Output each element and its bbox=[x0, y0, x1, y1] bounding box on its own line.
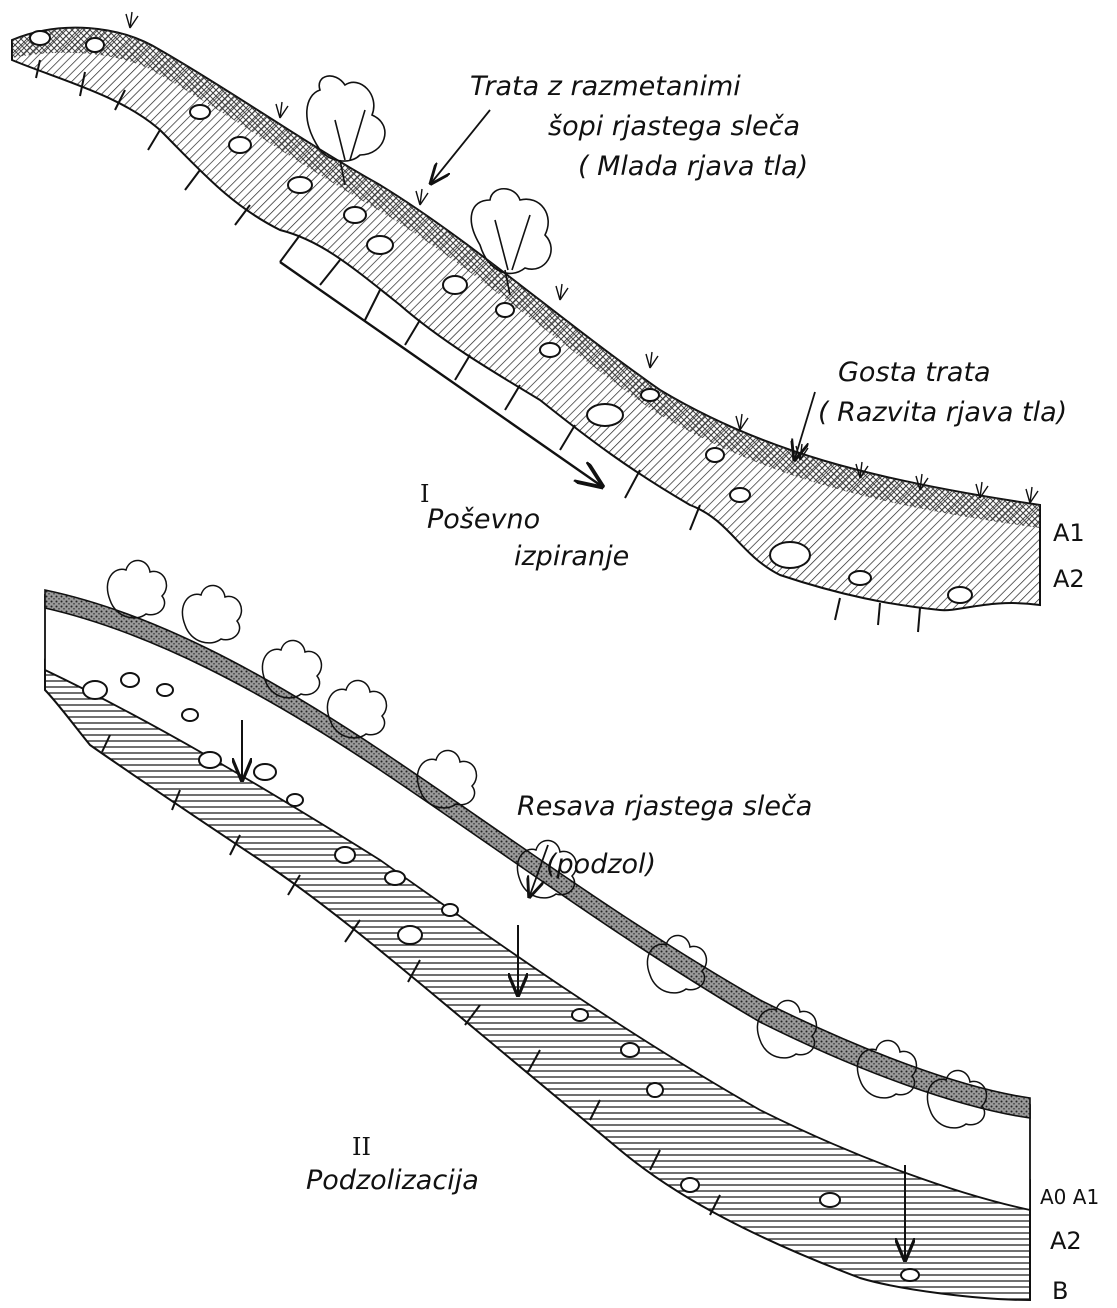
panel-1-slope bbox=[12, 12, 1040, 632]
panel-1-label-line-3: ( Mlada rjava tla) bbox=[578, 152, 808, 182]
panel-2-label-line-1: Resava rjastega sleča bbox=[517, 792, 812, 822]
panel-1-horizon-label-a2: A2 bbox=[1053, 566, 1085, 592]
panel-2-horizon-b bbox=[45, 660, 1030, 1300]
panel-2-slope bbox=[45, 560, 1030, 1300]
panel-2-label-line-2: (podzol) bbox=[546, 850, 656, 880]
panel-1-process-line-2: izpiranje bbox=[514, 542, 629, 572]
panel-1-label-line-1: Trata z razmetanimi bbox=[470, 72, 741, 102]
panel-2-horizon-a2 bbox=[45, 595, 1030, 1210]
panel-1-right-label-line-2: ( Razvita rjava tla) bbox=[818, 398, 1067, 428]
panel-2-process: Podzolizacija bbox=[306, 1166, 479, 1196]
panel-2-horizon-label-a2: A2 bbox=[1050, 1228, 1082, 1254]
panel-1-horizon-label-a1: A1 bbox=[1053, 520, 1085, 546]
panel-2-number: II bbox=[352, 1133, 371, 1161]
panel-1-process-line-1: Poševno bbox=[427, 505, 540, 535]
panel-2-horizon-label-a0a1: A0 A1 bbox=[1040, 1184, 1099, 1210]
panel-2-horizon-label-b: B bbox=[1052, 1278, 1068, 1304]
panel-1-pointer-right bbox=[795, 392, 815, 458]
panel-1-right-label-line-1: Gosta trata bbox=[838, 358, 991, 388]
panel-1-pointer-top bbox=[432, 110, 490, 182]
panel-1-label-line-2: šopi rjastega sleča bbox=[548, 112, 800, 142]
